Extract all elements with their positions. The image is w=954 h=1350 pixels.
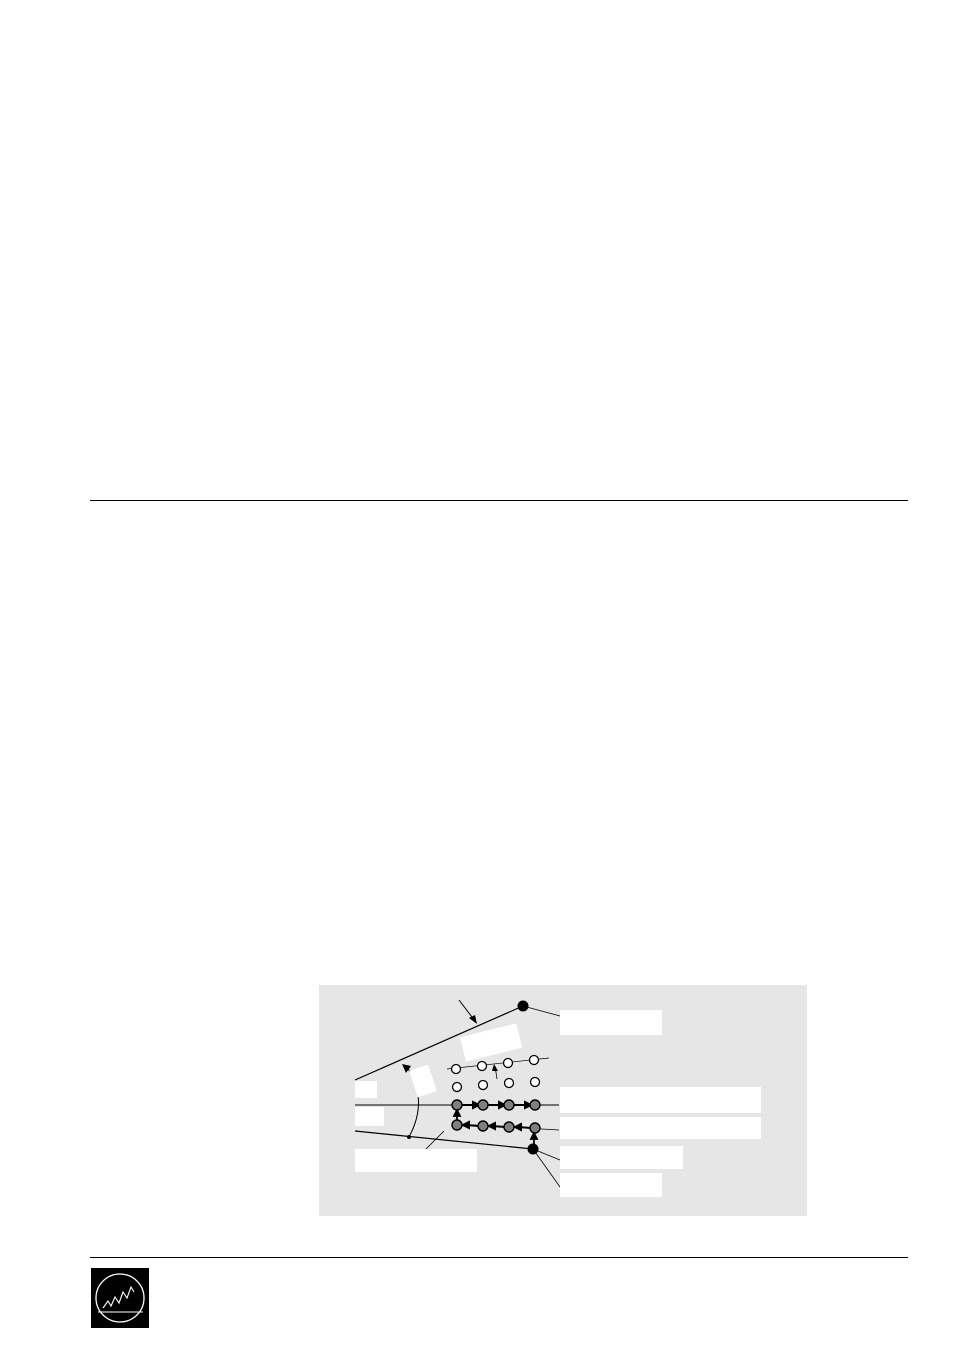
open-node — [528, 1054, 540, 1066]
filled-node — [503, 1099, 515, 1111]
label-box-bottom-left — [355, 1149, 477, 1172]
small-arrowhead — [492, 1064, 498, 1071]
label-box-tilted — [459, 1023, 523, 1062]
open-node — [476, 1060, 488, 1072]
angle-arc-arrowhead — [402, 1064, 411, 1073]
leader-top — [522, 1005, 561, 1017]
upper-boundary-line — [354, 1005, 524, 1081]
open-node — [502, 1057, 514, 1069]
open-node — [503, 1077, 515, 1089]
open-node — [450, 1063, 462, 1075]
company-logo-icon — [91, 1268, 149, 1328]
open-nodes — [450, 1054, 541, 1093]
filled-node — [529, 1099, 541, 1111]
open-node — [451, 1081, 463, 1093]
upper-row-arrows — [462, 1100, 534, 1110]
filled-node — [503, 1121, 515, 1133]
lower-boundary-line — [354, 1130, 534, 1150]
filled-node — [529, 1122, 541, 1134]
label-box-bottom — [560, 1173, 662, 1197]
open-node — [477, 1079, 489, 1091]
diagram-figure — [319, 985, 807, 1216]
label-box-row-upper — [560, 1087, 761, 1113]
label-box-anchor — [560, 1146, 683, 1169]
label-boxes — [355, 1010, 761, 1197]
bottom-divider — [90, 1257, 908, 1258]
anchor-node-bottom — [527, 1143, 539, 1155]
vertical-arrows — [452, 1107, 539, 1144]
top-divider — [90, 500, 908, 501]
upper-pointer-arrowhead — [469, 1015, 477, 1024]
filled-node — [477, 1099, 489, 1111]
label-box-top-right — [560, 1010, 662, 1035]
label-box-left-2 — [355, 1107, 384, 1126]
label-box-left-1 — [355, 1081, 377, 1098]
filled-nodes — [451, 1099, 541, 1134]
leader-bottom — [532, 1148, 561, 1188]
open-node — [529, 1076, 541, 1088]
arc-end-dot — [407, 1135, 411, 1139]
label-box-angle — [409, 1064, 437, 1098]
filled-node — [451, 1119, 463, 1131]
filled-node — [451, 1099, 463, 1111]
lower-row-arrows — [460, 1120, 532, 1132]
anchor-node-top — [517, 1000, 529, 1012]
filled-node — [477, 1120, 489, 1132]
label-box-row-lower — [560, 1117, 761, 1139]
